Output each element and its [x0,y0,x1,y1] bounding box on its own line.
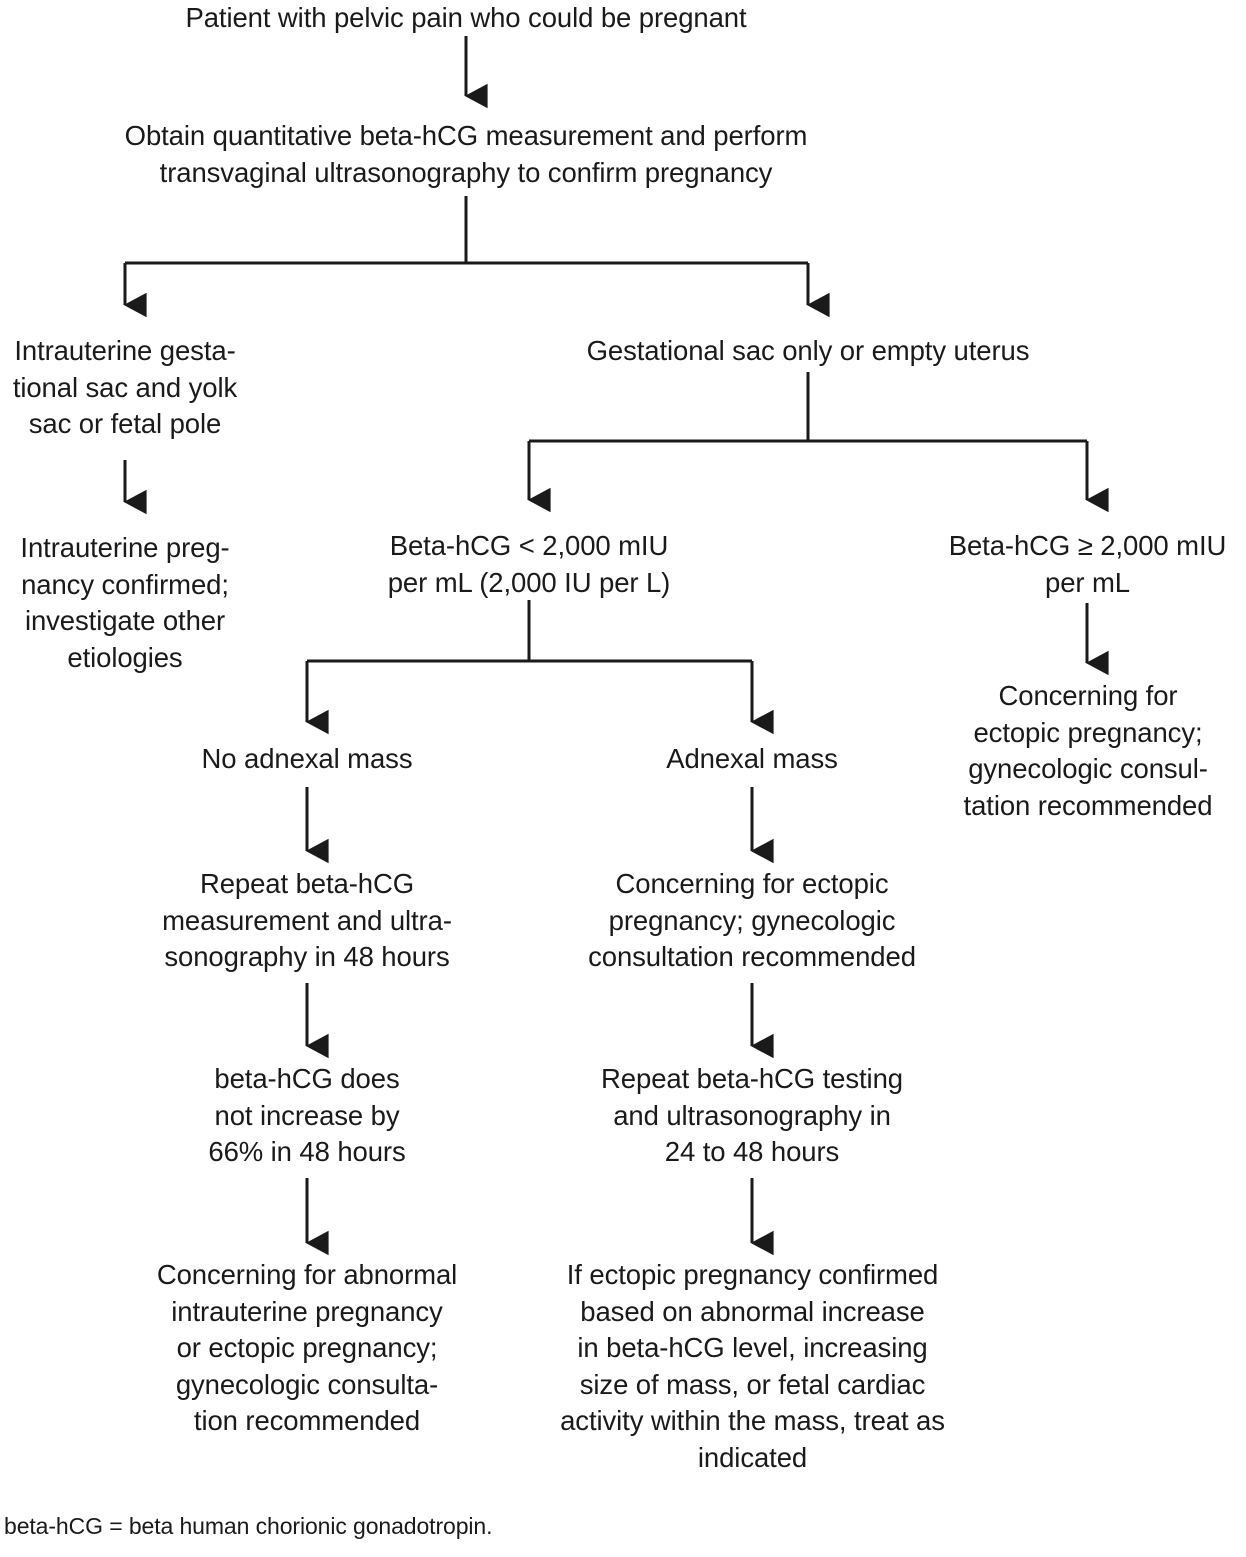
node-hcg-low: Beta-hCG < 2,000 mIU per mL (2,000 IU pe… [387,530,671,598]
node-intrauterine-findings: Intrauterine gesta- tional sac and yolk … [12,335,238,440]
figure-footnote: beta-hCG = beta human chorionic gonadotr… [4,1513,493,1539]
node-start: Patient with pelvic pain who could be pr… [185,2,747,33]
node-hcg-high-outcome: Concerning for ectopic pregnancy; gyneco… [963,680,1213,821]
node-intrauterine-pregnancy-confirmed: Intrauterine preg- nancy confirmed; inve… [20,532,230,673]
node-gestational-sac-only: Gestational sac only or empty uterus [586,335,1030,366]
node-no-adnexal-mass: No adnexal mass [201,743,413,774]
node-hcg-high: Beta-hCG ≥ 2,000 mIU per mL [948,530,1227,598]
node-abnormal-pregnancy-outcome: Concerning for abnormal intrauterine pre… [156,1259,458,1437]
node-no-increase-66-percent: beta-hCG does not increase by 66% in 48 … [208,1063,406,1168]
node-treat-as-indicated: If ectopic pregnancy confirmed based on … [560,1259,945,1473]
node-repeat-48-hours: Repeat beta-hCG measurement and ultra- s… [162,868,452,973]
node-repeat-24-to-48-hours: Repeat beta-hCG testing and ultrasonogra… [601,1063,903,1168]
node-adnexal-mass: Adnexal mass [666,743,838,774]
node-workup: Obtain quantitative beta-hCG measurement… [124,120,808,188]
node-mass-concerning-ectopic: Concerning for ectopic pregnancy; gyneco… [588,868,916,973]
